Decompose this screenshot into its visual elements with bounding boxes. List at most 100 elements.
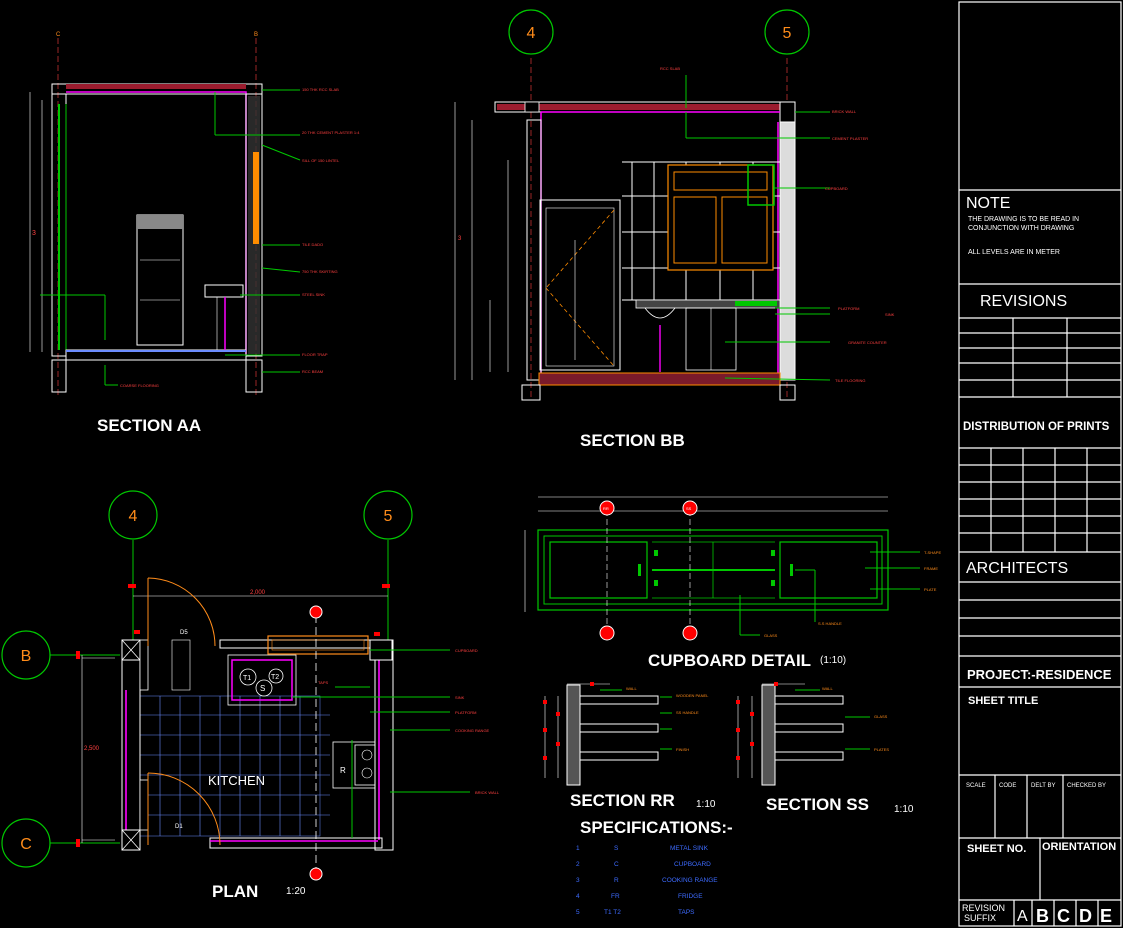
range-mark: R <box>340 766 346 775</box>
section-ss-title: SECTION SS <box>766 795 869 814</box>
section-bb-label-8: TILE FLOORING <box>835 378 865 383</box>
spec-desc-4: FRIDGE <box>678 893 703 900</box>
architects-heading: ARCHITECTS <box>966 560 1068 577</box>
info-header-delt-by: DELT BY <box>1031 783 1055 789</box>
distribution-heading: DISTRIBUTION OF PRINTS <box>963 421 1110 433</box>
section-bb-label-4: CUPBOARD <box>825 186 848 191</box>
revisions-heading: REVISIONS <box>980 293 1067 310</box>
section-aa-label-7: FLOOR TRAP <box>302 352 328 357</box>
spec-desc-1: METAL SINK <box>670 845 709 852</box>
spec-code-4: FR <box>611 893 620 900</box>
note-title: NOTE <box>966 195 1010 212</box>
cupboard-label-4: S.S HANDLE <box>818 621 842 626</box>
section-aa: C B 3 <box>29 32 360 435</box>
section-bb: 4 5 <box>454 9 895 450</box>
section-bb-grid-left: 4 <box>527 25 536 42</box>
section-bb-grid-bubble-left <box>508 9 554 55</box>
section-ss: WALL GLASS PLATES SECTION SS 1:10 <box>736 682 914 815</box>
svg-text:2,500: 2,500 <box>84 746 100 752</box>
section-aa-label-3: SILL OF 150 LINTEL <box>302 158 340 163</box>
plan-label-1: TAPS <box>318 680 328 685</box>
plan-title: PLAN <box>212 882 258 901</box>
section-rr-label-4: FINISH <box>676 747 689 752</box>
spec-code-3: R <box>614 877 619 884</box>
section-rr-label-2: WOODEN PANEL <box>676 693 709 698</box>
section-rr-label-3: SS HANDLE <box>676 710 699 715</box>
spec-no-5: 5 <box>576 909 580 916</box>
section-aa-label-5: 750 THK SKIRTING <box>302 269 338 274</box>
suffix-c: C <box>1057 906 1070 926</box>
door-label-d5: D5 <box>180 630 188 636</box>
cupboard-label-5: GLASS <box>764 633 778 638</box>
cupboard-label-3: PLATE <box>924 587 937 592</box>
spec-no-3: 3 <box>576 877 580 884</box>
spec-code-2: C <box>614 861 619 868</box>
door-label-d1: D1 <box>175 824 183 830</box>
section-bb-label-3: CEMENT PLASTER <box>832 136 868 141</box>
spec-no-2: 2 <box>576 861 580 868</box>
specifications: SPECIFICATIONS:- 1 S METAL SINK 2 C CUPB… <box>576 818 733 916</box>
spec-code-1: S <box>614 845 619 852</box>
section-rr-label-1: WALL <box>626 686 638 691</box>
project-name: PROJECT:-RESIDENCE <box>967 667 1112 682</box>
section-ss-scale: 1:10 <box>894 804 914 815</box>
section-aa-label-6: STEEL SINK <box>302 292 325 297</box>
spec-desc-5: TAPS <box>678 909 695 916</box>
suffix-d: D <box>1079 906 1092 926</box>
section-aa-label-8: COARSE FLOORING <box>120 383 159 388</box>
section-ss-label-3: PLATES <box>874 747 889 752</box>
plan-scale: 1:20 <box>286 886 306 897</box>
info-header-scale: SCALE <box>966 783 986 789</box>
section-aa-grid-right: B <box>254 32 258 38</box>
spec-no-1: 1 <box>576 845 580 852</box>
section-aa-title: SECTION AA <box>97 416 201 435</box>
section-ss-label-1: WALL <box>822 686 834 691</box>
cupboard-detail: RR SS T-SHAPE FRAME PLATE S.S HANDLE GLA… <box>524 496 941 670</box>
section-aa-label-4: TILE DADO <box>302 242 323 247</box>
svg-text:3: 3 <box>458 236 462 242</box>
plan-grid-bubble-4 <box>108 490 158 540</box>
sheet-title-label: SHEET TITLE <box>968 695 1038 707</box>
plan-label-4: CUPBOARD <box>455 648 478 653</box>
section-bb-title: SECTION BB <box>580 431 685 450</box>
section-bb-label-2: BRICK WALL <box>832 109 857 114</box>
title-block <box>958 1 1122 927</box>
tap-label-t2: T2 <box>271 674 279 681</box>
note-line-3: ALL LEVELS ARE IN METER <box>968 249 1060 256</box>
section-aa-label-1: 150 THK RCC SLAB <box>302 87 339 92</box>
note-line-2: CONJUNCTION WITH DRAWING <box>968 225 1074 232</box>
room-label-kitchen: KITCHEN <box>208 773 265 788</box>
cupboard-detail-title: CUPBOARD DETAIL <box>648 651 811 670</box>
cupboard-label-1: T-SHAPE <box>924 550 941 555</box>
section-rr: WALL WOODEN PANEL SS HANDLE FINISH SECTI… <box>543 682 716 810</box>
section-aa-grid-left: C <box>56 32 61 38</box>
info-header-checked-by: CHECKED BY <box>1067 783 1106 789</box>
specifications-title: SPECIFICATIONS:- <box>580 818 733 837</box>
plan-grid-c: C <box>20 836 32 853</box>
spec-code-5: T1 T2 <box>604 909 621 916</box>
sheet-no-label: SHEET NO. <box>967 843 1026 855</box>
section-bb-grid-right: 5 <box>783 25 792 42</box>
plan-grid-bubble-5 <box>363 490 413 540</box>
svg-text:2,000: 2,000 <box>250 590 266 596</box>
section-rr-title: SECTION RR <box>570 791 675 810</box>
plan-grid-b: B <box>21 648 32 665</box>
section-bb-label-6: SINK <box>885 312 895 317</box>
section-aa-label-9: RCC BEAM <box>302 369 323 374</box>
plan-grid-4: 4 <box>129 508 138 525</box>
suffix-e: E <box>1100 906 1112 926</box>
section-bb-label-7: GRANITE COUNTER <box>848 340 887 345</box>
section-bb-grid-bubble-right <box>764 9 810 55</box>
cupboard-label-2: FRAME <box>924 566 938 571</box>
plan-label-5: COOKING RANGE <box>455 728 490 733</box>
section-ss-label-2: GLASS <box>874 714 888 719</box>
info-header-code: CODE <box>999 783 1016 789</box>
revision-label-1: REVISION <box>962 903 1005 913</box>
spec-desc-3: COOKING RANGE <box>662 877 718 884</box>
spec-no-4: 4 <box>576 893 580 900</box>
section-rr-scale: 1:10 <box>696 799 716 810</box>
plan-label-6: BRICK WALL <box>475 790 500 795</box>
suffix-a: A <box>1017 908 1028 925</box>
kitchen-plan: 4 5 B C 2,000 2,500 <box>1 490 500 901</box>
